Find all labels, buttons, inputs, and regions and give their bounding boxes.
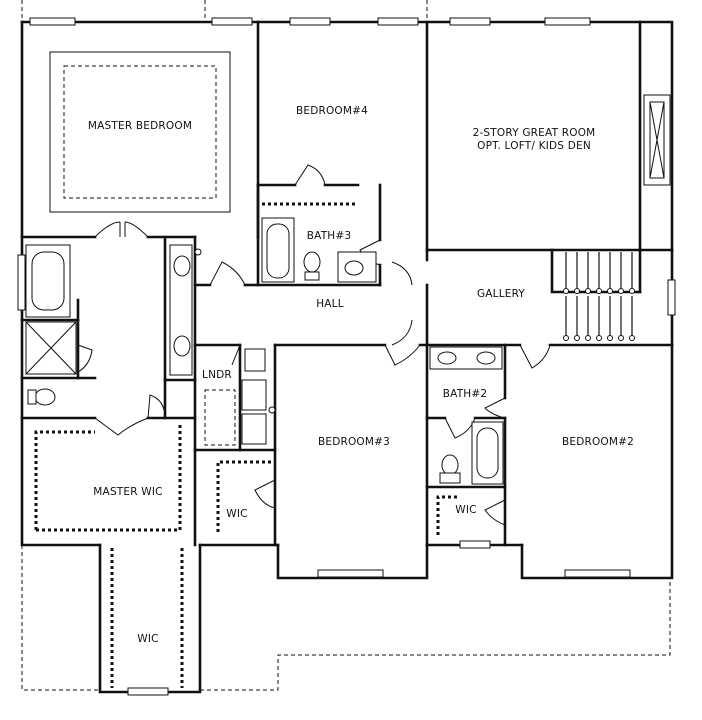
stair-newel bbox=[574, 288, 580, 294]
label-bedroom3: BEDROOM#3 bbox=[318, 436, 390, 448]
label-bath2: BATH#2 bbox=[443, 388, 488, 400]
label-master-wic: MASTER WIC bbox=[93, 486, 162, 498]
label-wic-bed2: WIC bbox=[455, 504, 476, 516]
stair-newel bbox=[607, 288, 613, 294]
stair-newel bbox=[585, 288, 591, 294]
label-bedroom2: BEDROOM#2 bbox=[562, 436, 634, 448]
stair-newel-lower bbox=[618, 335, 624, 341]
stair-newel-lower bbox=[607, 335, 613, 341]
room-labels: MASTER BEDROOM BEDROOM#4 2-STORY GREAT R… bbox=[88, 105, 634, 645]
stair-newel-lower bbox=[596, 335, 602, 341]
label-lndr: LNDR bbox=[202, 369, 232, 381]
label-great-room-1: 2-STORY GREAT ROOM bbox=[473, 127, 596, 139]
great-room-window-box bbox=[643, 94, 671, 186]
stair-newel-lower bbox=[563, 335, 569, 341]
stair-newel bbox=[596, 288, 602, 294]
label-bedroom4: BEDROOM#4 bbox=[296, 105, 368, 117]
doors bbox=[77, 164, 551, 526]
closet-shelves bbox=[34, 425, 460, 688]
stair-newel bbox=[563, 288, 569, 294]
stair-newel-lower bbox=[629, 335, 635, 341]
label-gallery: GALLERY bbox=[477, 288, 525, 300]
label-bath3: BATH#3 bbox=[307, 230, 352, 242]
stair-newel bbox=[629, 288, 635, 294]
label-wic-bed3: WIC bbox=[226, 508, 247, 520]
label-hall: HALL bbox=[316, 298, 344, 310]
stair-newel-lower bbox=[585, 335, 591, 341]
label-wic-lower: WIC bbox=[137, 633, 158, 645]
label-great-room-2: OPT. LOFT/ KIDS DEN bbox=[477, 140, 591, 152]
outer-dashed-guides bbox=[21, 0, 671, 691]
stair-rail bbox=[550, 248, 642, 341]
interior-walls bbox=[20, 20, 674, 547]
stair-newel bbox=[618, 288, 624, 294]
windows bbox=[17, 17, 676, 696]
label-master-bedroom: MASTER BEDROOM bbox=[88, 120, 192, 132]
tray-ceiling bbox=[49, 51, 231, 213]
stair-newel-lower bbox=[574, 335, 580, 341]
fixtures bbox=[25, 202, 504, 485]
